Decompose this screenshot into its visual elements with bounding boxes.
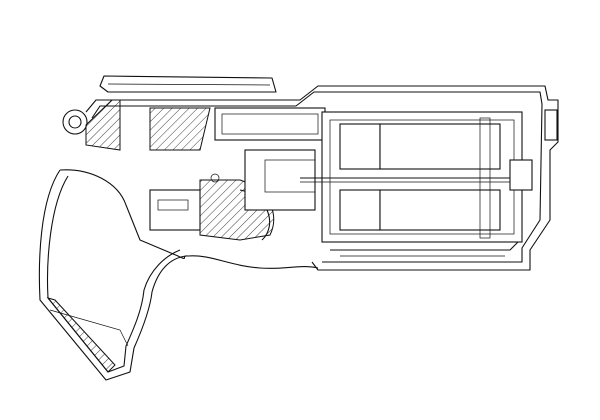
plunger-tube	[214, 107, 326, 211]
drum-cylinder	[300, 109, 558, 243]
rear-sling-loop	[62, 109, 88, 135]
top-rail	[99, 75, 277, 93]
grip	[38, 169, 319, 381]
upper-body-shell	[85, 85, 559, 271]
lower-shroud	[330, 241, 519, 257]
